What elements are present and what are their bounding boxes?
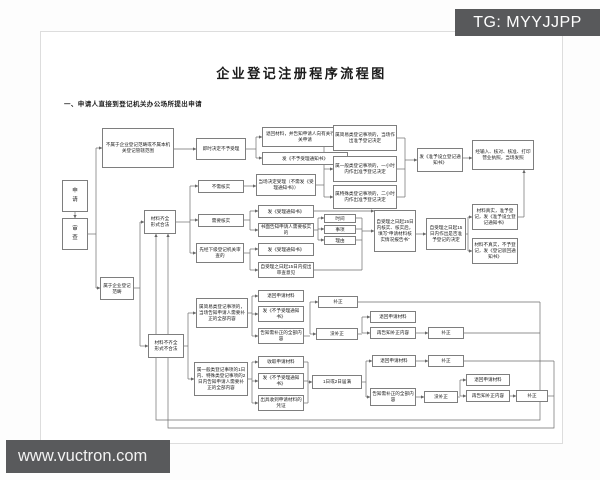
- node-verify-reason: 理由: [324, 236, 356, 245]
- node-no-accept-notice-a: 发《不予受理通知书》: [258, 306, 304, 322]
- section-label: 一、申请人直接到登记机关办公场所提出申请: [64, 101, 202, 108]
- node-review-opinion-15d: 自受理之日起15日内提出审查意见: [258, 262, 314, 278]
- node-verify-matter: 事项: [324, 225, 356, 234]
- node-inform-correction-a: 告知需补正的全部内容: [258, 328, 304, 344]
- node-approval-notice: 发《准予设立登记通知书》: [417, 148, 463, 172]
- node-return-materials-d: 退回申请材料: [466, 374, 510, 386]
- node-not-corrected-b: 没补正: [424, 391, 458, 403]
- node-inform-correction-b: 告知需补正的全部内容: [370, 388, 416, 406]
- node-materials-incomplete: 材料不齐全 形式不合法: [148, 334, 184, 358]
- node-simple-class-decision: 属简易类登记事项的，当场作出准予登记决定: [333, 125, 397, 151]
- node-general-special-correction: 属一般类登记事项的1日内、特殊类登记事项的2日内告知申请人需要补正的全部内容: [194, 362, 248, 396]
- node-review: 审 查: [62, 218, 88, 250]
- node-reinform-correction-b: 再告知补正内容: [466, 390, 510, 402]
- node-period-expire: 1日或2日届满: [312, 375, 362, 389]
- node-lower-organ-review: 先经下级登记机关审查的: [196, 243, 244, 263]
- node-not-in-scope: 不属于企业登记范畴或不属本机关登记管辖范围: [102, 128, 174, 168]
- node-corrected-c: 补正: [428, 355, 464, 367]
- node-no-accept-notice-b: 发《不予受理通知书》: [258, 373, 304, 389]
- node-immediate-no-accept: 即时决定不予受理: [196, 138, 246, 160]
- node-in-scope: 属于企业登记范畴: [100, 277, 134, 300]
- node-corrected-d: 补正: [516, 390, 548, 402]
- node-apply: 申 请: [62, 180, 88, 212]
- node-return-materials-b: 退回申请材料: [370, 311, 416, 323]
- node-simple-correction: 属简易类登记事项的，当场告知申请人需要补正的全部内容: [196, 298, 248, 328]
- node-acceptance-notice-1: 发《受理通知书》: [258, 205, 314, 218]
- node-return-materials-a: 退回申请材料: [258, 290, 304, 302]
- node-approve-registration: 材料真实，准予登记，发《准予设立登记通知书》: [472, 204, 518, 230]
- node-acceptance-notice-2: 发《受理通知书》: [258, 243, 314, 256]
- page-title: 企业登记注册程序流程图: [216, 66, 387, 81]
- node-materials-receipt: 出具收到申请材料的凭证: [258, 395, 304, 411]
- node-corrected-b: 补正: [428, 327, 464, 339]
- node-no-verification: 不需核实: [198, 180, 244, 193]
- node-corrected-a: 补正: [318, 296, 358, 308]
- node-accept-on-spot: 当场决定受理（不需发《受理通知书》）: [256, 174, 316, 196]
- node-return-materials-c: 退回申请材料: [372, 355, 416, 367]
- telegram-badge: TG: MYYJJPP: [455, 9, 600, 36]
- node-general-class-decision: 属一般类登记事项的，一小时内作出准予登记决定: [333, 156, 397, 182]
- node-reinform-correction-a: 再告知补正内容: [370, 327, 416, 339]
- node-collect-materials: 收取申请材料: [258, 356, 304, 368]
- node-special-class-decision: 属特殊类登记事项的，二小时内作出准予登记决定: [333, 185, 397, 209]
- node-verify-time: 时间: [324, 214, 356, 223]
- node-inform-verification: 书面告知申请人需要核实的: [258, 223, 314, 237]
- node-need-verification: 需要核实: [198, 214, 244, 227]
- watermark-url: www.vuctron.com: [6, 440, 170, 473]
- node-materials-complete: 材料齐全 形式合法: [144, 210, 176, 234]
- node-not-corrected-a: 没补正: [316, 328, 358, 340]
- node-verify-report: 自受理之日起15日内核实、核实后，填写“申请材料核实情况报告书”: [374, 210, 416, 252]
- node-issue-license: 经输入、核对、核准、打印营业执照，当场发照: [472, 140, 534, 170]
- node-reject-registration: 材料不真实，不予登记，发《登记驳回通知书》: [472, 238, 518, 264]
- node-decision-15d: 自受理之日起15日内作出是否准予登记的决定: [426, 218, 466, 250]
